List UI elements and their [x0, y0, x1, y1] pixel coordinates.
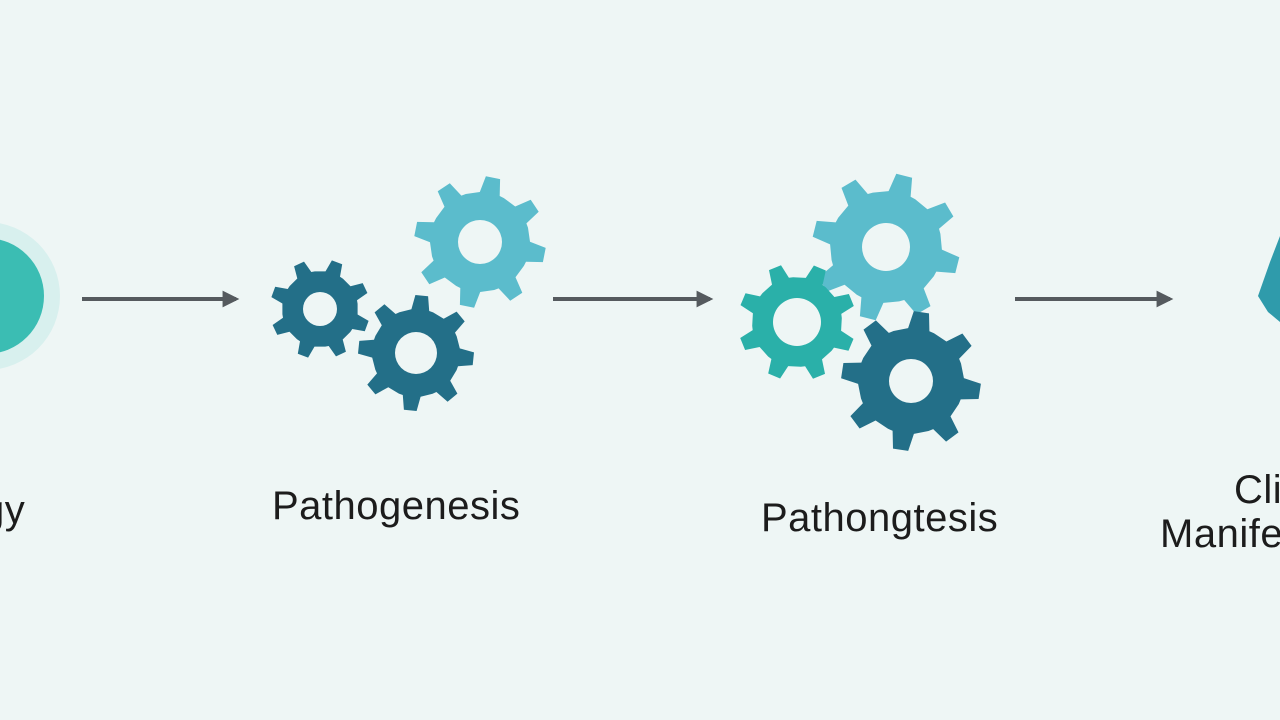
gear-icon	[740, 265, 854, 379]
stage-label-pathogenesis: Pathogenesis	[272, 484, 521, 528]
gear-icon	[812, 173, 960, 321]
stage-label-clinical-line1: Cli	[1234, 468, 1280, 512]
pathogenesis-gears-icon	[271, 176, 546, 411]
gear-icon	[414, 176, 546, 308]
clinical-shape-icon	[1258, 236, 1280, 322]
gear-icon	[271, 260, 369, 358]
pathongtesis-gears-icon	[740, 173, 981, 451]
stage-label-etiology: gy	[0, 488, 26, 532]
stage-label-pathongtesis: Pathongtesis	[761, 496, 999, 540]
stage-label-clinical-line2: Manife	[1160, 512, 1280, 556]
stage-label-clinical: Cli Manife	[1160, 468, 1280, 556]
gear-icon	[358, 295, 474, 411]
etiology-circle-icon	[0, 223, 60, 369]
gear-icon	[841, 311, 981, 451]
